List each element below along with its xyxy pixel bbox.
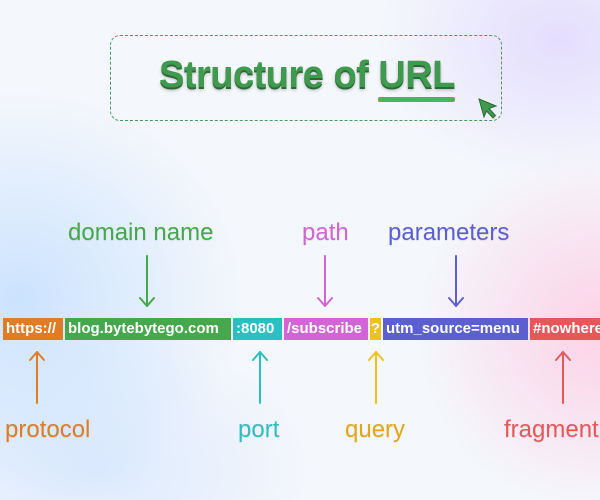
arrow-parameters	[448, 255, 464, 307]
arrow-domain	[139, 255, 155, 307]
cursor-arrow-icon	[478, 98, 498, 119]
arrow-protocol	[29, 351, 45, 404]
title-prefix: Structure of	[158, 54, 369, 96]
arrow-fragment	[555, 351, 571, 404]
title-highlight: URL	[378, 54, 456, 96]
label-query: query	[345, 416, 406, 443]
segment-parameters: utm_source=menu	[383, 318, 528, 340]
label-domain: domain name	[68, 219, 214, 246]
label-protocol: protocol	[5, 416, 91, 443]
label-path: path	[302, 219, 349, 246]
segment-path: /subscribe	[284, 318, 368, 340]
title-box: Structure of URL	[110, 35, 502, 121]
arrow-port	[252, 351, 268, 404]
label-port: port	[238, 416, 280, 443]
label-parameters: parameters	[388, 219, 510, 246]
segment-protocol: https://	[3, 318, 63, 340]
segment-query: ?	[370, 318, 381, 340]
segment-domain: blog.bytebytego.com	[65, 318, 231, 340]
arrow-query	[368, 351, 384, 404]
page-title: Structure of URL	[111, 54, 503, 97]
label-fragment: fragment	[504, 416, 599, 443]
arrow-path	[317, 255, 333, 307]
segment-port: :8080	[233, 318, 282, 340]
segment-fragment: #nowhere	[530, 318, 600, 340]
